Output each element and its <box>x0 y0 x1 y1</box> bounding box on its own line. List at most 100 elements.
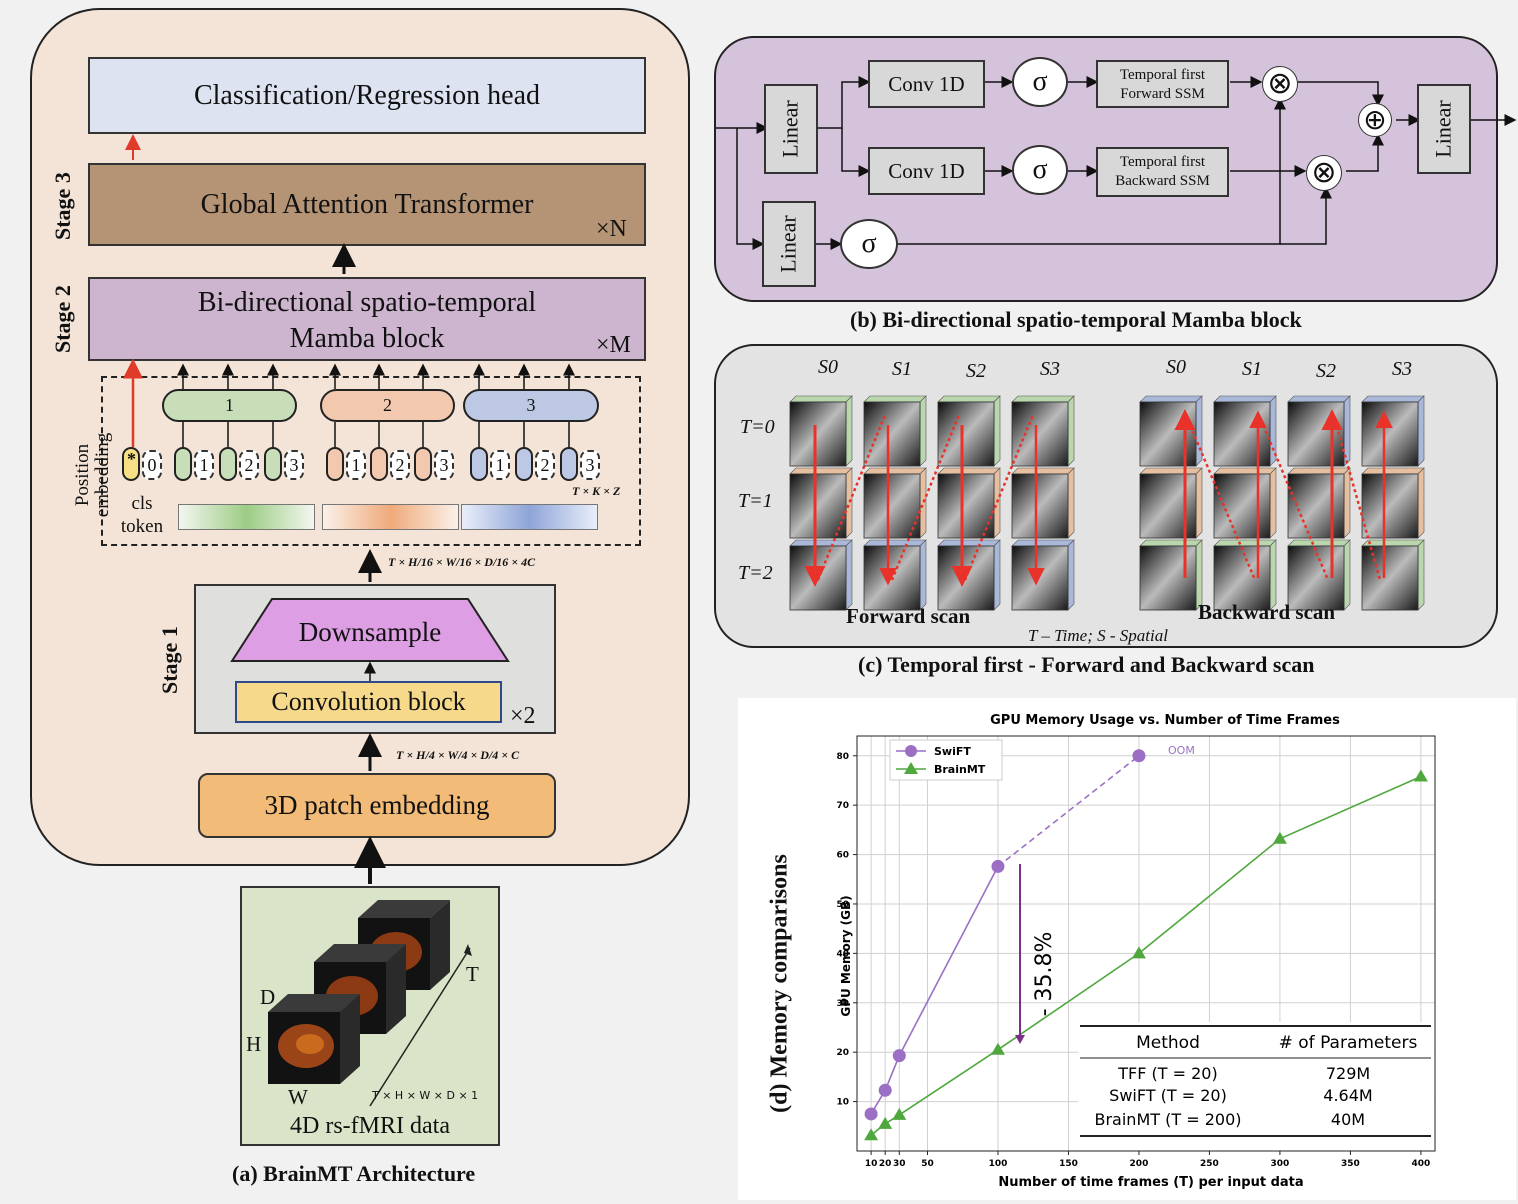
table-row-method: SwiFT (T = 20) <box>1109 1086 1227 1105</box>
table-row-method: BrainMT (T = 200) <box>1095 1110 1242 1129</box>
cls-token <box>122 447 140 481</box>
group2-token <box>370 447 388 481</box>
embedding-slab-2 <box>322 504 459 530</box>
token-word: token <box>120 516 164 537</box>
brainmt-point <box>864 1128 879 1141</box>
mamba-block-line1: Bi-directional spatio-temporal <box>197 287 537 318</box>
panel-c-grids <box>789 395 1425 611</box>
stage1-repeat: ×2 <box>510 703 536 729</box>
x-tick-label: 20 <box>879 1159 892 1169</box>
legend-swift-label: SwiFT <box>934 745 971 758</box>
table-bg <box>1078 1022 1434 1150</box>
linear-out-label: Linear <box>1431 100 1456 158</box>
table-row-params: 40M <box>1331 1110 1365 1129</box>
group3-token <box>560 447 578 481</box>
bwd-s2-label: S2 <box>1316 360 1336 382</box>
reduction-arrowhead <box>1015 1035 1025 1044</box>
group3-token <box>470 447 488 481</box>
group1-token <box>264 447 282 481</box>
time-spatial-legend: T – Time; S - Spatial <box>1028 626 1168 645</box>
x-tick-label: 150 <box>1059 1159 1078 1169</box>
y-tick-label: 80 <box>836 752 849 762</box>
input-w-label: W <box>288 1085 308 1109</box>
forward-scan-cube <box>1011 395 1075 467</box>
backward-scan-cube <box>1287 395 1351 467</box>
panel-a-arrows <box>123 134 575 884</box>
legend-brainmt-label: BrainMT <box>934 763 986 776</box>
group1-index: 2 <box>239 450 259 480</box>
group1-token <box>174 447 192 481</box>
embedding-slab-3 <box>461 504 598 530</box>
bwd-s3-label: S3 <box>1392 358 1412 380</box>
linear-out: Linear <box>1417 84 1471 174</box>
group1-index: 3 <box>284 450 304 480</box>
input-dims: T × H × W × D × 1 <box>372 1089 479 1102</box>
y-axis-label: GPU Memory (GB) <box>839 895 853 1016</box>
forward-scan-cube <box>937 467 1001 539</box>
downsample-label: Downsample <box>298 616 442 647</box>
reduction-annotation: - 35.8% <box>1032 932 1057 1017</box>
y-tick-label: 10 <box>836 1098 849 1108</box>
forward-scan-cube <box>789 467 853 539</box>
sigma-forward: σ <box>1012 57 1068 107</box>
bwd-s0-label: S0 <box>1166 356 1186 378</box>
sigma-backward: σ <box>1012 145 1068 195</box>
forward-scan-cube <box>863 467 927 539</box>
x-tick-label: 300 <box>1271 1159 1290 1169</box>
legend-brainmt-marker <box>904 762 918 774</box>
chart-title: GPU Memory Usage vs. Number of Time Fram… <box>990 713 1340 728</box>
global-attention-transformer: Global Attention Transformer <box>88 163 646 246</box>
linear-main-label: Linear <box>778 100 803 158</box>
table-row-params: 729M <box>1326 1064 1370 1083</box>
brainmt-point <box>892 1107 907 1120</box>
brainmt-point <box>990 1042 1005 1055</box>
input-title: 4D rs-fMRI data <box>290 1113 450 1139</box>
backward-scan-cube <box>1361 467 1425 539</box>
y-tick-label: 70 <box>836 801 849 811</box>
chart-legend: SwiFT BrainMT <box>889 739 1003 781</box>
t1-label: T=1 <box>738 490 773 512</box>
brainmt-point <box>1131 946 1146 959</box>
group2-token <box>414 447 432 481</box>
forward-scan-cube <box>1011 467 1075 539</box>
legend-swift-marker <box>905 745 917 757</box>
backward-ssm-line1: Temporal first <box>1119 154 1206 170</box>
panel-b-connections <box>716 76 1517 250</box>
panel-b-caption: (b) Bi-directional spatio-temporal Mamba… <box>850 307 1302 332</box>
add-icon: ⊕ <box>1358 103 1392 137</box>
swift-point <box>1132 749 1146 763</box>
multiply-backward-icon: ⊗ <box>1306 155 1342 191</box>
fwd-s3-label: S3 <box>1040 358 1060 380</box>
brainmt-point <box>878 1116 893 1129</box>
cls-star: * <box>127 449 136 469</box>
swift-point <box>864 1107 878 1121</box>
sigma-gate: σ <box>840 219 898 269</box>
group-pill-1: 1 <box>162 389 297 422</box>
group2-index: 3 <box>434 450 454 480</box>
table-header-method: Method <box>1136 1033 1200 1053</box>
group2-index: 2 <box>390 450 410 480</box>
fwd-s2-label: S2 <box>966 360 986 382</box>
y-tick-label: 40 <box>836 949 849 959</box>
bwd-s1-label: S1 <box>1242 358 1262 380</box>
group2-index: 1 <box>346 450 366 480</box>
embedding-slab-1 <box>178 504 315 530</box>
backward-ssm-line2: Backward SSM <box>1115 173 1210 189</box>
fwd-s1-label: S1 <box>892 358 912 380</box>
backward-scan-cube <box>1287 539 1351 611</box>
linear-gate-label: Linear <box>776 215 801 273</box>
plot-frame <box>856 735 1436 1152</box>
brainmt-point <box>1272 831 1287 844</box>
memory-chart: GPU Memory Usage vs. Number of Time Fram… <box>836 713 1436 1190</box>
forward-scan-cube <box>863 395 927 467</box>
group-pill-3: 3 <box>463 389 599 422</box>
swift-line <box>870 866 999 1115</box>
backward-scan-cube <box>1213 467 1277 539</box>
t2-label: T=2 <box>738 562 773 584</box>
panel-a-caption: (a) BrainMT Architecture <box>232 1161 476 1186</box>
forward-ssm: Temporal first Forward SSM <box>1096 60 1229 108</box>
backward-scan-label: Backward scan <box>1198 600 1336 624</box>
forward-scan-cube <box>789 539 853 611</box>
cls-token-label: cls token <box>112 492 172 538</box>
x-tick-label: 10 <box>865 1159 878 1169</box>
